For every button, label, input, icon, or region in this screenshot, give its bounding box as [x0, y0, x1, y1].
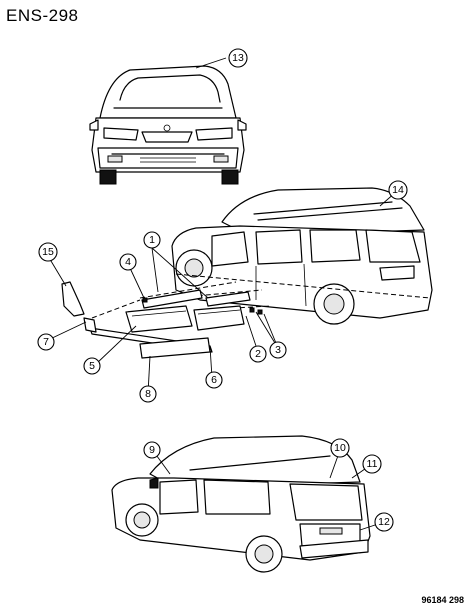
- svg-text:10: 10: [334, 442, 346, 454]
- callout-1: 1: [143, 231, 161, 249]
- rear-view-van: [111, 435, 371, 573]
- side-view-van: [171, 187, 433, 325]
- svg-text:11: 11: [367, 458, 378, 470]
- callout-5: 5: [83, 357, 101, 375]
- svg-text:13: 13: [232, 52, 244, 64]
- callout-4: 4: [119, 253, 137, 271]
- svg-text:7: 7: [43, 336, 49, 348]
- svg-text:14: 14: [392, 184, 404, 196]
- callout-13: 13: [228, 48, 248, 68]
- sill-molding-parts: [61, 281, 271, 359]
- callout-12: 12: [374, 512, 394, 532]
- callout-9: 9: [143, 441, 161, 459]
- callout-6: 6: [205, 371, 223, 389]
- callout-15: 15: [38, 242, 58, 262]
- svg-text:12: 12: [378, 516, 390, 528]
- svg-text:4: 4: [125, 256, 131, 268]
- callout-3: 3: [269, 341, 287, 359]
- svg-text:5: 5: [89, 360, 95, 372]
- callout-11: 11: [362, 454, 382, 474]
- callout-10: 10: [330, 438, 350, 458]
- diagram-code: ENS-298: [6, 6, 79, 25]
- callout-14: 14: [388, 180, 408, 200]
- svg-text:9: 9: [149, 444, 155, 456]
- front-view-van: [89, 65, 247, 185]
- svg-text:8: 8: [145, 388, 151, 400]
- callout-8: 8: [139, 385, 157, 403]
- figure-number: 96184 298: [421, 595, 464, 605]
- svg-text:2: 2: [255, 348, 261, 360]
- callout-2: 2: [249, 345, 267, 363]
- svg-text:1: 1: [149, 234, 155, 246]
- svg-text:3: 3: [275, 344, 281, 356]
- callout-7: 7: [37, 333, 55, 351]
- svg-text:15: 15: [42, 246, 54, 258]
- svg-text:6: 6: [211, 374, 217, 386]
